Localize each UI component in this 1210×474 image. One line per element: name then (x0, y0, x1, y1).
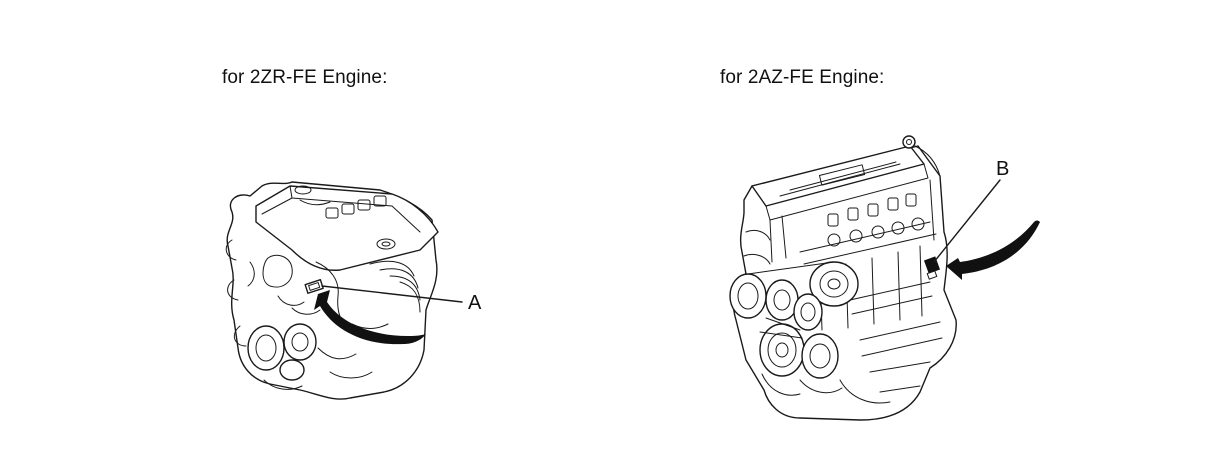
engine-2az-fe-drawing (729, 135, 1040, 421)
engine-2zr-fe-drawing (225, 181, 463, 400)
callout-label-a: A (468, 292, 482, 314)
caption-2zr-fe-engine: for 2ZR-FE Engine: (222, 67, 388, 88)
callout-label-b: B (996, 158, 1010, 180)
caption-2az-fe-engine: for 2AZ-FE Engine: (720, 67, 885, 88)
